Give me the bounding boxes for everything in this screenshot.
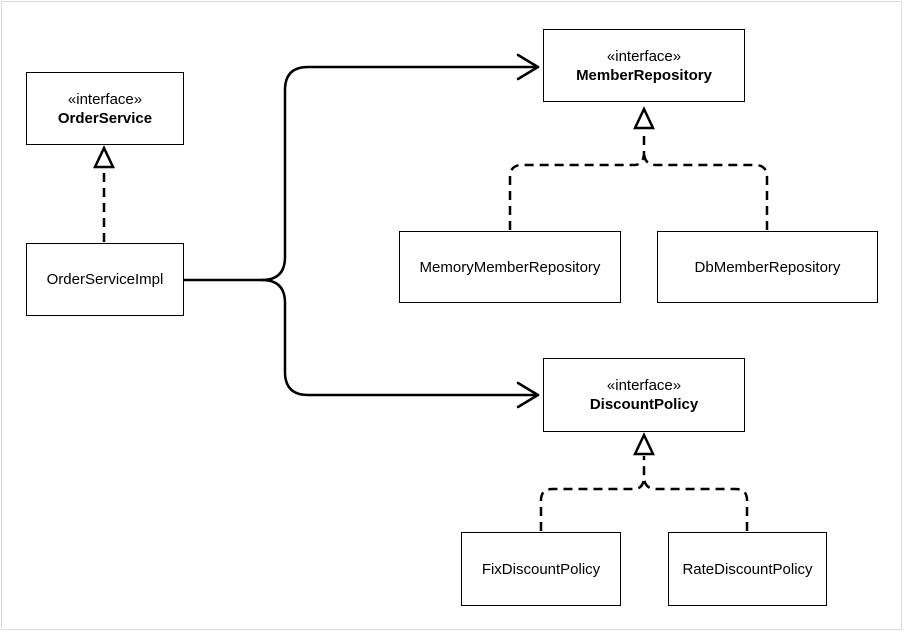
realization-line-db-member-repository bbox=[642, 151, 769, 230]
discount-policy-interface-box: «interface» DiscountPolicy bbox=[543, 358, 745, 432]
order-service-label: OrderService bbox=[57, 109, 153, 127]
order-service-interface-box: «interface» OrderService bbox=[26, 72, 184, 145]
realization-line-memory-member-repository bbox=[508, 131, 646, 230]
rate-discount-policy-label: RateDiscountPolicy bbox=[682, 560, 813, 578]
realization-triangle-discount-policy bbox=[633, 432, 655, 456]
fix-discount-policy-label: FixDiscountPolicy bbox=[481, 560, 601, 578]
association-line-member-repository bbox=[181, 65, 540, 282]
memory-member-repository-box: MemoryMemberRepository bbox=[399, 231, 621, 303]
stereotype-label: «interface» bbox=[606, 47, 682, 65]
arrowhead-member-repository bbox=[516, 53, 540, 81]
member-repository-interface-box: «interface» MemberRepository bbox=[543, 29, 745, 102]
realization-triangle-member-repository bbox=[633, 106, 655, 130]
association-line-discount-policy bbox=[260, 278, 540, 397]
realization-line-rate-discount-policy bbox=[642, 475, 749, 531]
arrowhead-discount-policy bbox=[516, 381, 540, 409]
discount-policy-label: DiscountPolicy bbox=[589, 396, 699, 413]
db-member-repository-box: DbMemberRepository bbox=[657, 231, 878, 303]
memory-member-repository-label: MemoryMemberRepository bbox=[419, 258, 601, 276]
member-repository-label: MemberRepository bbox=[576, 66, 712, 84]
db-member-repository-label: DbMemberRepository bbox=[694, 258, 841, 276]
order-service-impl-box: OrderServiceImpl bbox=[26, 243, 184, 316]
order-service-impl-label: OrderServiceImpl bbox=[46, 271, 164, 288]
realization-triangle-order-service bbox=[93, 145, 115, 169]
fix-discount-policy-box: FixDiscountPolicy bbox=[461, 532, 621, 606]
stereotype-label: «interface» bbox=[606, 377, 682, 394]
stereotype-label: «interface» bbox=[67, 90, 143, 108]
realization-line-fix-discount-policy bbox=[539, 456, 646, 531]
rate-discount-policy-box: RateDiscountPolicy bbox=[668, 532, 827, 606]
